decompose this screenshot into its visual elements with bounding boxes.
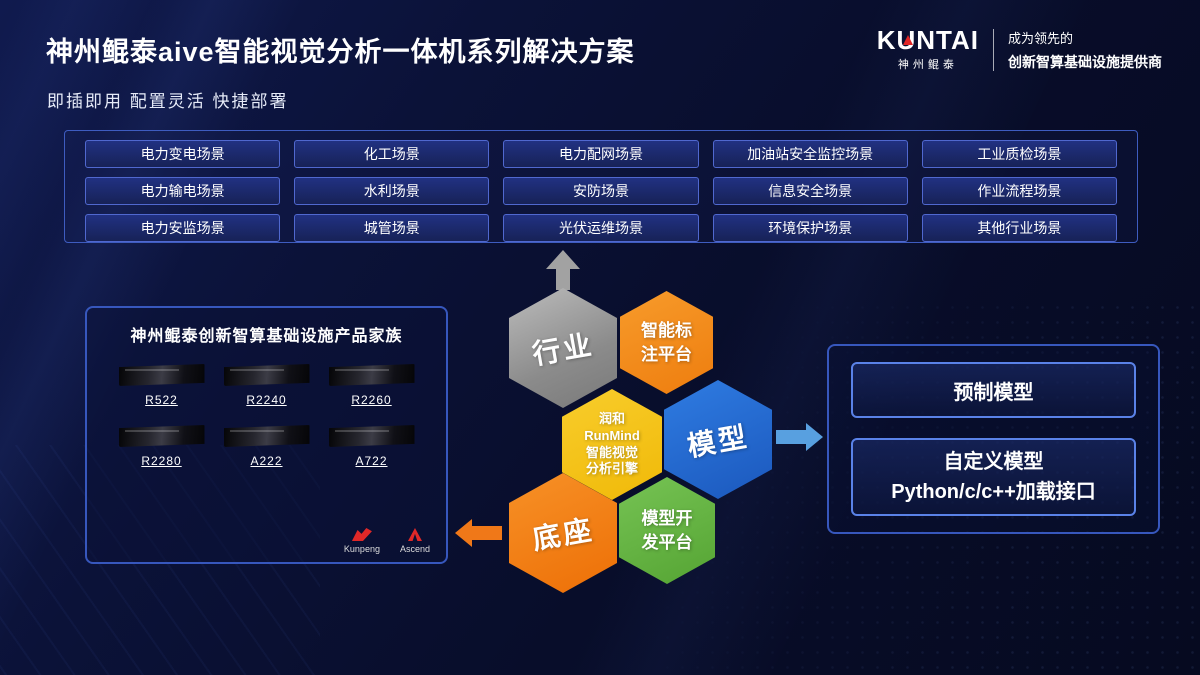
brand-tagline-line1: 成为领先的 <box>1008 30 1074 46</box>
hex-dev-platform: 模型开 发平台 <box>619 477 715 584</box>
product-item: A222 <box>214 425 319 468</box>
scenario-chip: 作业流程场景 <box>921 177 1117 205</box>
custom-model-box: 自定义模型 Python/c/c++加载接口 <box>851 438 1136 516</box>
scenario-chip: 电力输电场景 <box>85 177 281 205</box>
scenario-chip: 电力安监场景 <box>85 214 281 242</box>
scenario-chip: 信息安全场景 <box>712 177 908 205</box>
server-image <box>328 425 415 447</box>
kunpeng-logo-icon <box>351 528 372 541</box>
server-image <box>223 364 310 386</box>
arrow-left-icon <box>455 519 502 547</box>
custom-model-line1: 自定义模型 <box>943 451 1044 473</box>
scenario-chip: 环境保护场景 <box>712 214 908 242</box>
brand-divider <box>993 28 994 71</box>
model-panel: 预制模型 自定义模型 Python/c/c++加载接口 <box>827 344 1160 534</box>
preset-model-label: 预制模型 <box>953 381 1034 404</box>
scenario-chip: 水利场景 <box>294 177 490 205</box>
hex-model: 模型 <box>664 380 772 499</box>
page-subtitle: 即插即用 配置灵活 快捷部署 <box>47 92 289 111</box>
server-image <box>223 425 310 447</box>
hex-industry-label: 行业 <box>530 328 597 371</box>
ascend-logo-icon <box>407 528 422 541</box>
brand-tagline-line2: 创新智算基础设施提供商 <box>1008 53 1162 70</box>
product-model-label: R2260 <box>351 393 392 407</box>
partner-label: Kunpeng <box>343 544 380 554</box>
hex-industry: 行业 <box>509 288 617 408</box>
scenario-chip: 电力配网场景 <box>503 140 699 168</box>
scenario-chip: 加油站安全监控场景 <box>712 140 908 168</box>
product-model-label: R2240 <box>246 393 287 407</box>
brand-block: KUNTAI 神州鲲泰 成为领先的 创新智算基础设施提供商 <box>877 27 1162 72</box>
scenario-chip: 城管场景 <box>294 214 490 242</box>
kuntai-logo-icon: KUNTAI <box>877 27 979 53</box>
scenario-chip: 光伏运维场景 <box>503 214 699 242</box>
hex-annotation-line2: 注平台 <box>641 344 692 364</box>
hex-dev-line2: 发平台 <box>641 532 693 552</box>
server-image <box>118 364 205 386</box>
scenario-grid: 电力变电场景化工场景电力配网场景加油站安全监控场景工业质检场景电力输电场景水利场… <box>65 131 1137 242</box>
product-family-title: 神州鲲泰创新智算基础设施产品家族 <box>130 328 403 345</box>
product-item: R2280 <box>109 425 214 468</box>
page-title: 神州鲲泰aive智能视觉分析一体机系列解决方案 <box>46 37 635 67</box>
arrow-up-stem <box>556 269 570 290</box>
hex-engine-line4: 分析引擎 <box>585 461 638 477</box>
partner-logos: Kunpeng Ascend <box>344 528 430 554</box>
hex-engine-line1: 润和 <box>598 410 625 426</box>
product-item: R2240 <box>214 364 319 407</box>
scenario-chip: 安防场景 <box>503 177 699 205</box>
product-item: R2260 <box>319 364 424 407</box>
product-model-label: A722 <box>355 454 388 468</box>
product-item: R522 <box>109 364 214 407</box>
product-model-label: R522 <box>145 393 178 407</box>
product-model-label: A222 <box>250 454 283 468</box>
partner-label: Ascend <box>399 544 430 554</box>
partner-kunpeng: Kunpeng <box>344 528 380 554</box>
arrow-up-head <box>546 250 580 269</box>
brand-logo: KUNTAI 神州鲲泰 <box>877 27 979 72</box>
hex-annotation-platform: 智能标 注平台 <box>620 291 713 394</box>
hex-model-label: 模型 <box>685 420 752 462</box>
hex-engine-line3: 智能视觉 <box>585 444 638 460</box>
arrow-right-head <box>806 423 823 451</box>
server-image <box>118 425 205 447</box>
arrow-up-icon <box>546 250 580 290</box>
hex-base-label: 底座 <box>530 513 597 556</box>
hex-base: 底座 <box>509 473 617 593</box>
kuntai-logo-text: KUNTAI <box>876 25 979 55</box>
arrow-left-stem <box>472 526 502 540</box>
scenario-chip: 电力变电场景 <box>85 140 281 168</box>
arrow-left-head <box>455 519 472 547</box>
arrow-right-stem <box>776 430 806 444</box>
scenario-panel: 电力变电场景化工场景电力配网场景加油站安全监控场景工业质检场景电力输电场景水利场… <box>64 130 1138 243</box>
server-image <box>328 364 415 386</box>
preset-model-box: 预制模型 <box>851 362 1136 418</box>
hex-annotation-line1: 智能标 <box>641 320 692 340</box>
scenario-chip: 其他行业场景 <box>921 214 1117 242</box>
brand-tagline: 成为领先的 创新智算基础设施提供商 <box>1008 28 1162 72</box>
custom-model-line2: Python/c/c++加载接口 <box>891 481 1096 503</box>
product-item: A722 <box>319 425 424 468</box>
hex-engine: 润和 RunMind 智能视觉 分析引擎 <box>562 389 662 500</box>
hex-dev-line1: 模型开 <box>641 508 693 528</box>
kuntai-logo-chinese: 神州鲲泰 <box>897 59 958 71</box>
scenario-chip: 化工场景 <box>294 140 490 168</box>
product-model-label: R2280 <box>141 454 182 468</box>
hex-engine-line2: RunMind <box>584 427 640 443</box>
partner-ascend: Ascend <box>400 528 430 554</box>
arrow-right-icon <box>776 423 823 451</box>
scenario-chip: 工业质检场景 <box>921 140 1117 168</box>
